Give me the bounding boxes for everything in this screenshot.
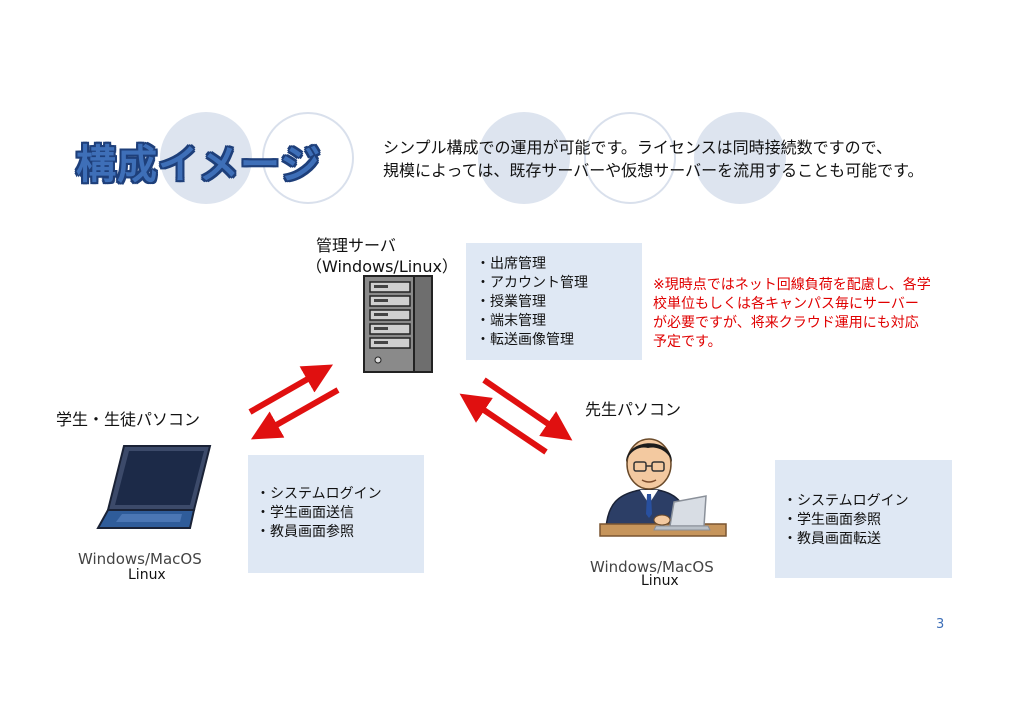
- feature-item: ・教員画面転送: [783, 531, 881, 547]
- slide-title: 構成イメージ: [76, 142, 322, 188]
- student-os-linux: Linux: [128, 567, 166, 583]
- page-number: 3: [936, 617, 945, 632]
- teacher-os-linux: Linux: [641, 573, 679, 589]
- feature-item: ・転送画像管理: [476, 332, 574, 348]
- server-icon: [363, 275, 433, 373]
- feature-item: ・端末管理: [476, 313, 546, 329]
- student-title: 学生・生徒パソコン: [56, 410, 201, 429]
- feature-item: ・システムログイン: [783, 493, 909, 509]
- feature-item: ・教員画面参照: [256, 524, 354, 540]
- note-line: ※現時点ではネット回線負荷を配慮し、各学: [653, 277, 931, 293]
- arrow-server-to-student: [250, 387, 340, 440]
- server-note: ※現時点ではネット回線負荷を配慮し、各学 校単位もしくは各キャンパス毎にサーバー…: [653, 276, 983, 352]
- feature-item: ・システムログイン: [256, 486, 382, 502]
- decor-circle: [478, 112, 570, 204]
- teacher-feature-box: ・システムログイン ・学生画面参照 ・教員画面転送: [775, 460, 952, 578]
- decor-circle: [584, 112, 676, 204]
- laptop-icon: [96, 445, 212, 529]
- intro-line: シンプル構成での運用が可能です。ライセンスは同時接続数ですので、: [383, 138, 892, 157]
- teacher-icon: [599, 438, 727, 537]
- server-subtitle: （Windows/Linux）: [306, 257, 458, 276]
- teacher-title: 先生パソコン: [585, 400, 682, 419]
- arrow-teacher-to-server: [459, 393, 548, 455]
- teacher-os: Windows/MacOS: [590, 558, 714, 576]
- feature-item: ・出席管理: [476, 256, 546, 272]
- feature-item: ・学生画面参照: [783, 512, 881, 528]
- feature-item: ・授業管理: [476, 294, 546, 310]
- note-line: 校単位もしくは各キャンパス毎にサーバー: [653, 296, 919, 312]
- arrow-server-to-teacher: [482, 377, 573, 441]
- note-line: 予定です。: [653, 334, 722, 350]
- server-title: 管理サーバ: [316, 236, 396, 255]
- student-feature-box: ・システムログイン ・学生画面送信 ・教員画面参照: [248, 455, 424, 573]
- feature-item: ・アカウント管理: [476, 275, 588, 291]
- intro-text: シンプル構成での運用が可能です。ライセンスは同時接続数ですので、 規模によっては…: [383, 136, 923, 182]
- decor-circle: [160, 112, 252, 204]
- decor-circle: [694, 112, 786, 204]
- server-feature-box: ・出席管理 ・アカウント管理 ・授業管理 ・端末管理 ・転送画像管理: [466, 243, 642, 360]
- note-line: が必要ですが、将来クラウド運用にも対応: [653, 315, 919, 331]
- decor-circle: [262, 112, 354, 204]
- arrow-student-to-server: [248, 364, 334, 415]
- student-os: Windows/MacOS: [78, 550, 202, 568]
- feature-item: ・学生画面送信: [256, 505, 354, 521]
- intro-line: 規模によっては、既存サーバーや仮想サーバーを流用することも可能です。: [383, 161, 924, 180]
